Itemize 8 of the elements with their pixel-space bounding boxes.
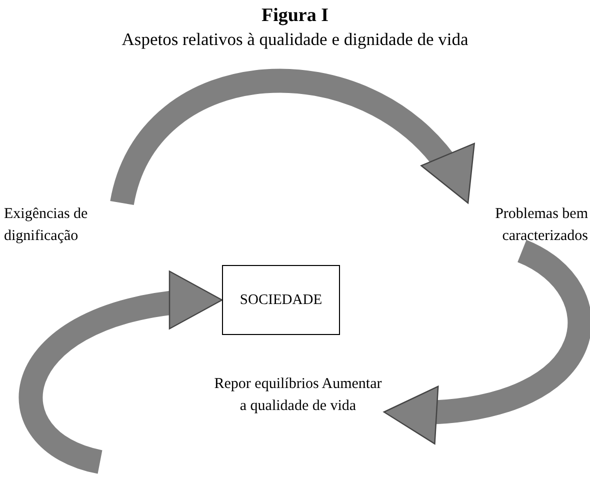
figure-title: Figura I xyxy=(260,4,330,28)
figure-subtitle: Aspetos relativos à qualidade e dignidade de vida xyxy=(120,28,470,50)
box-label: SOCIEDADE xyxy=(240,291,322,310)
curved-arrow xyxy=(383,240,590,442)
node-label: Exigências de dignificação xyxy=(4,205,89,246)
node-label: Repor equilíbrios Aumentar a qualidade de vida xyxy=(213,375,383,416)
process-box xyxy=(222,265,340,335)
node-label: Problemas bem caracterizados xyxy=(494,205,588,246)
